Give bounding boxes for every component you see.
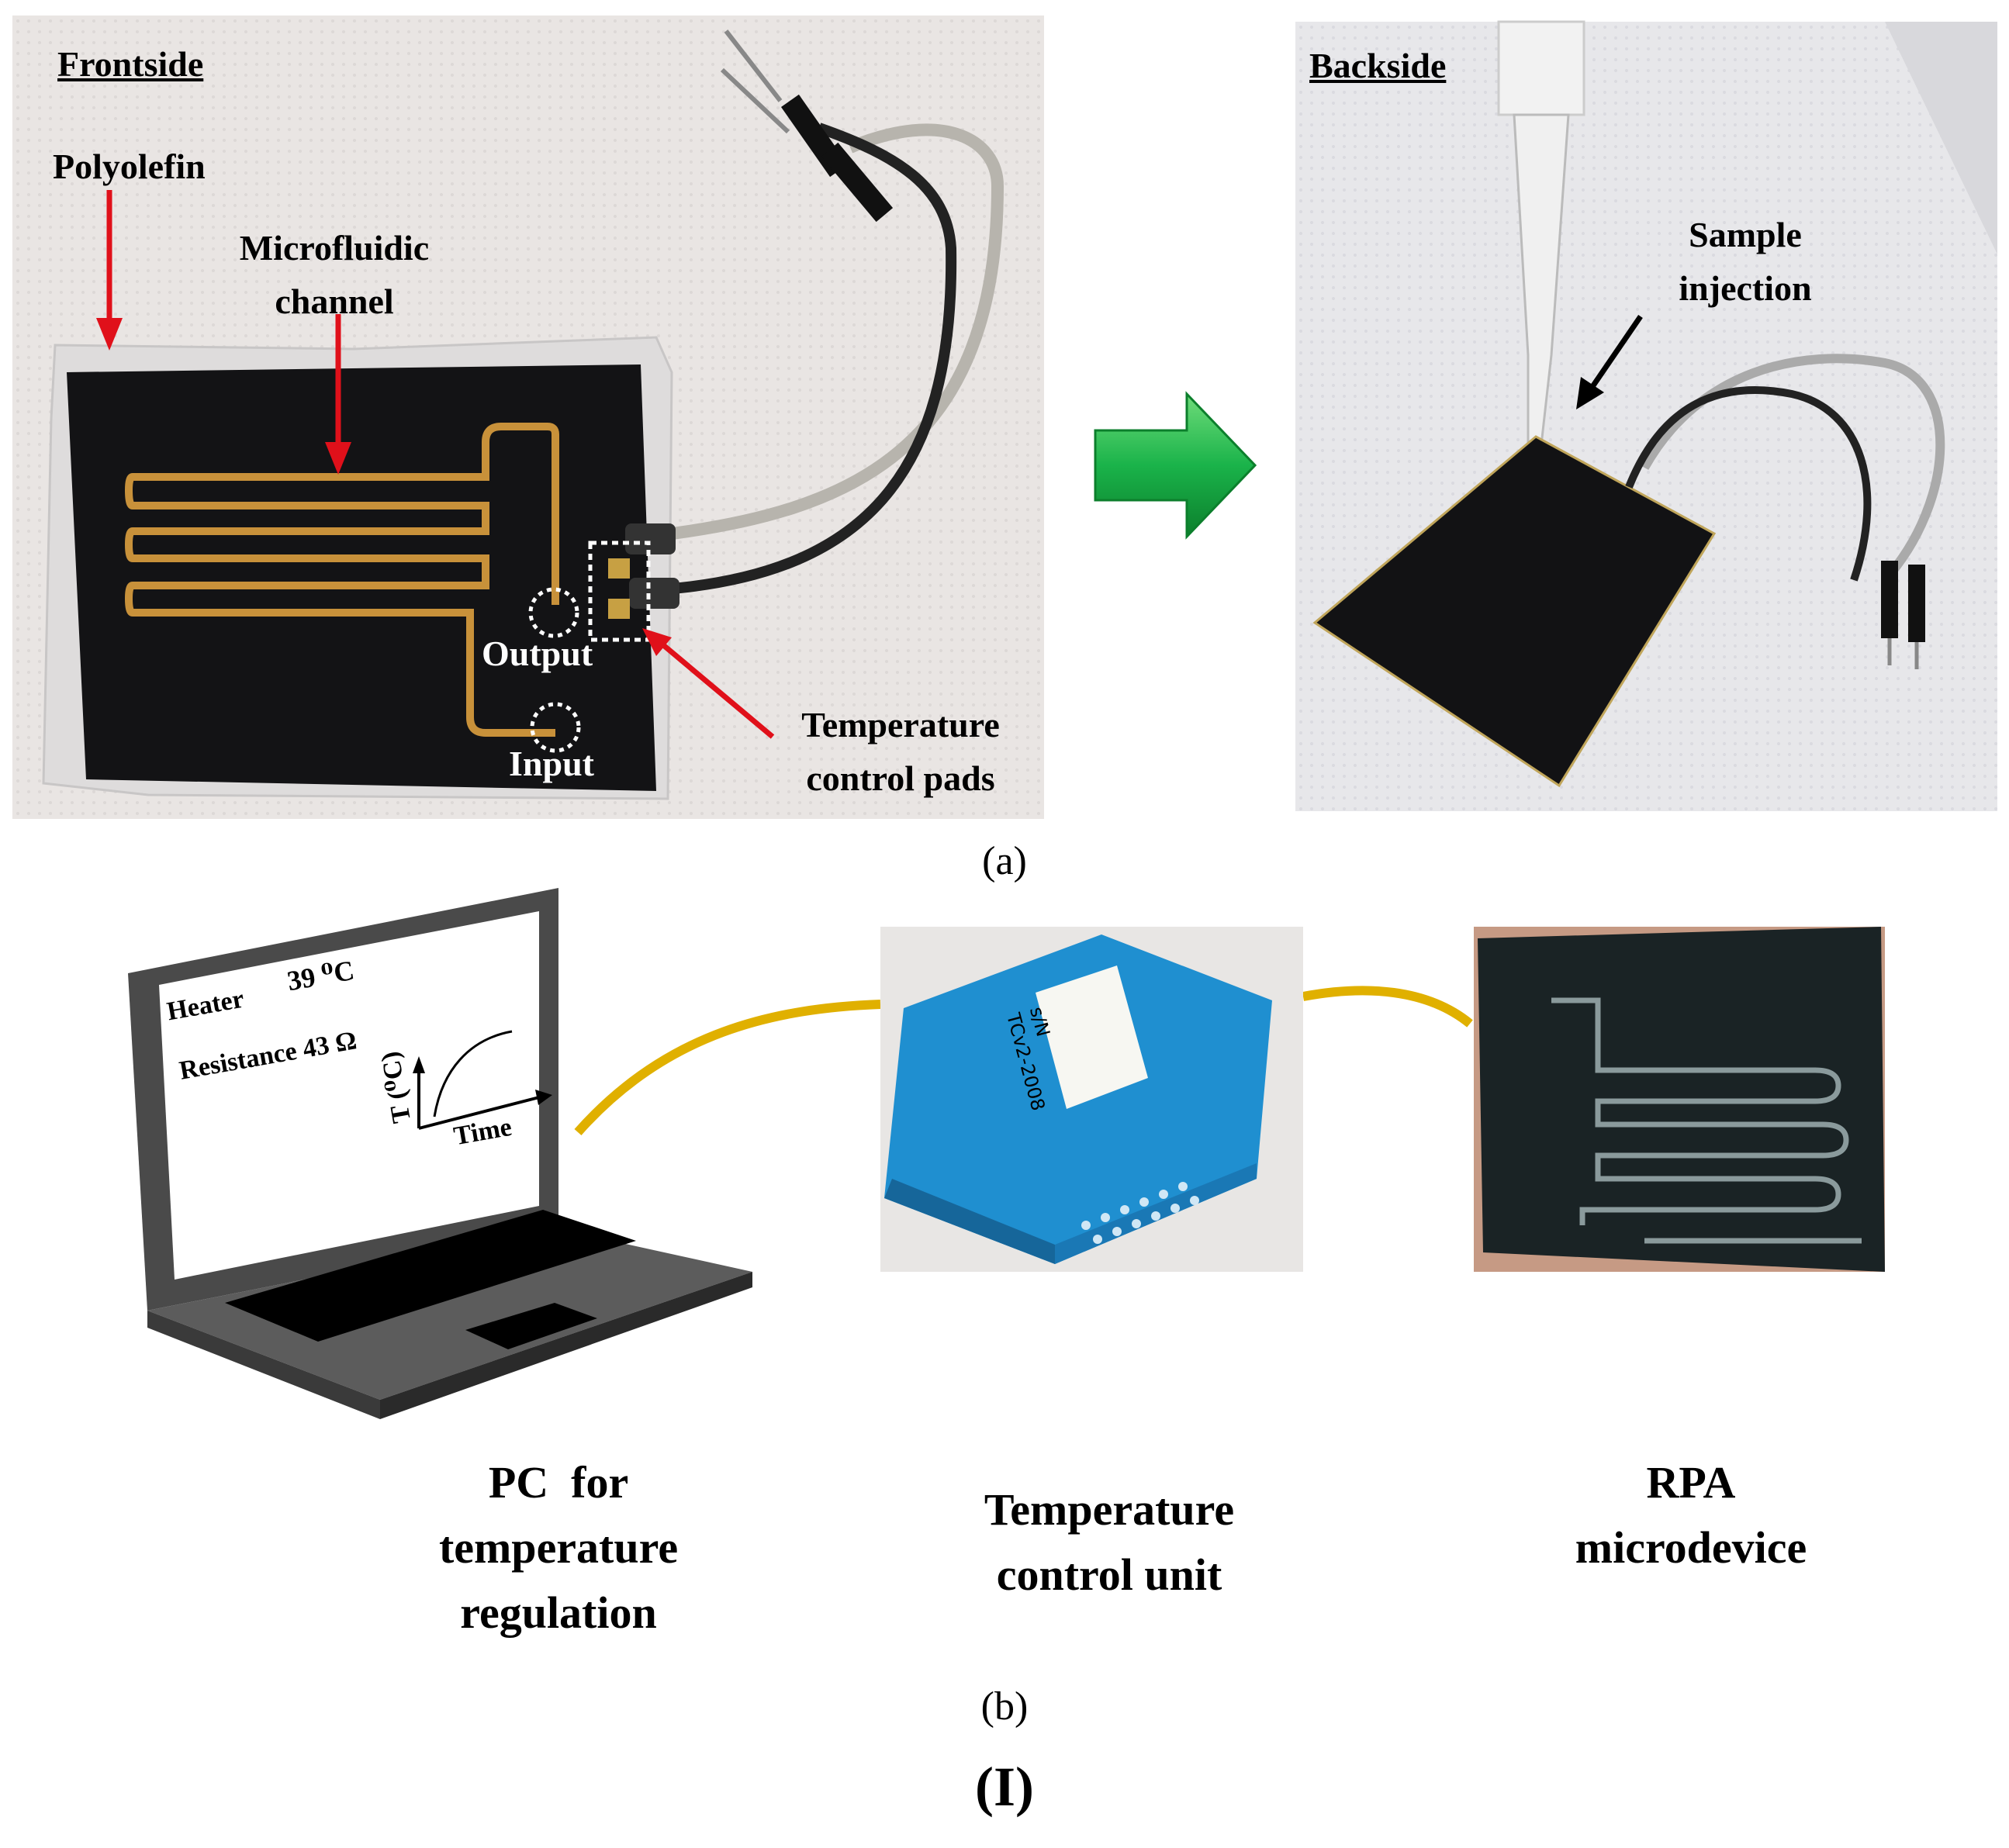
cable-pc-tcu: [574, 1000, 881, 1135]
tcu-caption-line2: control unit: [996, 1549, 1222, 1601]
wire-gray: [659, 123, 1004, 541]
temperature-control-unit-photo: [880, 927, 1303, 1272]
panel-b-label: (b): [980, 1684, 1029, 1729]
channel-line1: Microfluidic: [239, 228, 430, 268]
backside-chip: [1312, 435, 1717, 788]
input-label: Input: [509, 744, 594, 783]
sample-injection-label: Sample injection: [1629, 208, 1862, 315]
polyolefin-label: Polyolefin: [53, 147, 206, 186]
pc-caption-line2: temperature: [438, 1522, 679, 1573]
rpa-caption-line1: RPA: [1646, 1457, 1736, 1508]
output-label: Output: [482, 634, 593, 673]
pc-caption-line1: PC for: [488, 1457, 629, 1508]
pc-caption-line3: regulation: [460, 1587, 657, 1639]
tcu-caption: Temperature control unit: [884, 1477, 1334, 1608]
figure-label: (I): [975, 1756, 1034, 1818]
rpa-caption: RPA microdevice: [1458, 1450, 1924, 1580]
backside-photo: Backside Sample injection: [1295, 20, 1997, 811]
output-port: [528, 587, 579, 638]
rpa-microdevice-photo: [1474, 927, 1885, 1272]
laptop-icon: [128, 888, 752, 1419]
wire-black-back: [1625, 386, 1872, 582]
temperature-pads-label: Temperature control pads: [757, 698, 1044, 805]
frontside-chip: [67, 364, 656, 791]
backside-title: Backside: [1309, 46, 1447, 85]
pads-line2: control pads: [806, 758, 995, 798]
pads-line1: Temperature: [801, 705, 1000, 744]
rpa-caption-line2: microdevice: [1575, 1522, 1807, 1573]
pads-box: [588, 541, 651, 642]
wire-black: [663, 123, 957, 595]
frontside-title: Frontside: [57, 44, 204, 84]
input-port: [530, 702, 581, 753]
pc-caption: PC for temperature regulation: [334, 1450, 783, 1646]
frontside-photo: Frontside Polyolefin Microfluidic channe…: [12, 16, 1044, 819]
channel-line2: channel: [275, 282, 394, 321]
cable-tcu-rpa: [1302, 986, 1473, 1028]
tcu-caption-line1: Temperature: [984, 1484, 1235, 1535]
panel-a-label: (a): [982, 839, 1027, 883]
injection-line1: Sample: [1689, 215, 1802, 254]
backside-illustration: [1295, 20, 1997, 811]
injection-line2: injection: [1679, 268, 1812, 308]
microfluidic-channel: [124, 423, 559, 737]
microfluidic-channel-label: Microfluidic channel: [206, 221, 462, 328]
frontside-illustration: [12, 16, 1044, 819]
